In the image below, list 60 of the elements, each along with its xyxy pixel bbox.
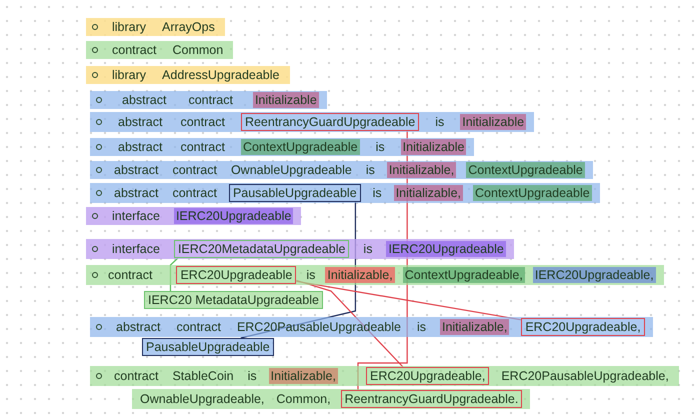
code-word: Initializable, bbox=[394, 185, 464, 201]
highlighted-class-name: ERC20Upgradeable, bbox=[521, 318, 645, 336]
code-word: is bbox=[416, 319, 427, 335]
code-word: is bbox=[362, 241, 374, 257]
code-word: ERC20PausableUpgradeable, bbox=[500, 368, 670, 384]
code-word: IERC20Upgradeable bbox=[386, 241, 506, 257]
code-word: Common, bbox=[275, 391, 332, 407]
code-word: contract bbox=[179, 139, 226, 155]
code-word: abstract bbox=[113, 162, 160, 178]
code-word: interface bbox=[111, 241, 161, 257]
code-word: is bbox=[305, 267, 316, 283]
code-word: abstract bbox=[115, 319, 162, 335]
code-word: Initializable, bbox=[268, 368, 338, 384]
code-word: AddressUpgradeable bbox=[161, 67, 280, 83]
code-word: Initializable, bbox=[386, 162, 456, 178]
code-word: Initializable, bbox=[325, 267, 395, 283]
code-word: abstract bbox=[117, 139, 164, 155]
code-word: Initializable bbox=[252, 92, 319, 108]
code-word: StableCoin bbox=[171, 368, 235, 384]
code-word: OwnableUpgradeable bbox=[230, 162, 353, 178]
code-word: Initializable bbox=[400, 139, 466, 155]
code-word: abstract bbox=[121, 92, 168, 108]
code-word: library bbox=[111, 67, 148, 83]
code-word: contract bbox=[107, 267, 154, 283]
highlighted-class-name: ReentrancyGuardUpgradeable. bbox=[340, 390, 522, 408]
code-word: IERC20Upgradeable, bbox=[532, 267, 656, 283]
code-word: ContextUpgradeable bbox=[473, 185, 592, 201]
code-word: ERC20PausableUpgradeable bbox=[236, 319, 402, 335]
code-word: contract bbox=[111, 42, 158, 58]
code-word: ArrayOps bbox=[161, 19, 216, 35]
code-word: Initializable bbox=[460, 114, 526, 130]
highlighted-class-name: PausableUpgradeable bbox=[142, 338, 274, 356]
highlighted-class-name: IERC20MetadataUpgradeable bbox=[174, 240, 350, 258]
code-word: is bbox=[374, 139, 386, 155]
code-word: is bbox=[372, 185, 383, 201]
code-word: contract bbox=[171, 162, 218, 178]
code-word: contract bbox=[175, 319, 222, 335]
code-word: is bbox=[434, 114, 446, 130]
code-word: ContextUpgradeable, bbox=[402, 267, 525, 283]
code-word: contract bbox=[179, 114, 226, 130]
highlighted-class-name: ReentrancyGuardUpgradeable bbox=[240, 113, 420, 131]
code-word: abstract bbox=[117, 114, 164, 130]
code-word: ContextUpgradeable bbox=[466, 162, 585, 178]
code-word: is bbox=[364, 162, 376, 178]
highlighted-class-name: ERC20Upgradeable, bbox=[366, 367, 490, 385]
code-word: interface bbox=[111, 208, 161, 224]
code-word: abstract bbox=[113, 185, 160, 201]
code-word: Common bbox=[171, 42, 224, 58]
code-word: contract bbox=[171, 185, 218, 201]
code-word: Initializable, bbox=[440, 319, 510, 335]
code-word: library bbox=[111, 19, 148, 35]
code-word: is bbox=[246, 368, 258, 384]
highlighted-class-name: ERC20Upgradeable bbox=[176, 266, 296, 284]
code-word: IERC20Upgradeable bbox=[174, 208, 294, 224]
code-word: ContextUpgradeable bbox=[240, 139, 360, 155]
code-word: contract bbox=[187, 92, 234, 108]
highlighted-class-name: PausableUpgradeable bbox=[228, 184, 361, 202]
code-word: contract bbox=[113, 368, 160, 384]
code-word: OwnableUpgradeable, bbox=[139, 391, 266, 407]
highlighted-class-name: IERC20 MetadataUpgradeable bbox=[144, 291, 323, 309]
